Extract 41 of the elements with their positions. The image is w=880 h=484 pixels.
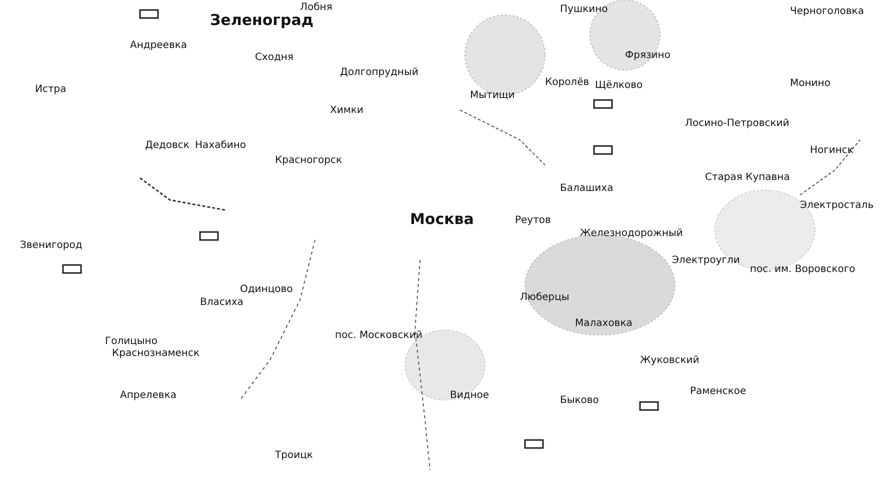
place-label: пос. Московский <box>335 330 422 342</box>
place-label: Старая Купавна <box>705 172 790 184</box>
place-label: Ногинск <box>810 145 854 157</box>
place-label: Звенигород <box>20 240 82 252</box>
place-label: Фрязино <box>625 50 670 62</box>
place-label: пос. им. Воровского <box>750 264 856 276</box>
place-label: Быково <box>560 395 599 407</box>
place-label: Долгопрудный <box>340 67 418 79</box>
place-label: Лосино-Петровский <box>685 118 790 130</box>
place-label: Реутов <box>515 215 551 227</box>
place-label: Щёлково <box>595 80 643 92</box>
place-label: Черноголовка <box>790 6 864 18</box>
place-label: Королёв <box>545 77 590 89</box>
place-label: Химки <box>330 105 364 117</box>
place-label: Андреевка <box>130 40 188 52</box>
place-label: Железнодорожный <box>580 228 683 240</box>
place-label: Раменское <box>690 386 746 398</box>
place-label: Дедовск <box>145 140 190 152</box>
place-label: Балашиха <box>560 183 614 195</box>
place-label: Малаховка <box>575 318 632 330</box>
place-label: Москва <box>410 213 474 225</box>
place-label: Электросталь <box>800 200 874 212</box>
place-label: Видное <box>450 390 490 402</box>
place-label: Апрелевка <box>120 390 176 402</box>
place-label: Люберцы <box>520 292 570 304</box>
place-label: Мытищи <box>470 90 515 102</box>
place-label: Краснознаменск <box>112 348 200 360</box>
place-label: Истра <box>35 84 66 96</box>
place-label: Лобня <box>300 2 332 14</box>
place-label: Троицк <box>275 450 313 462</box>
place-label: Пушкино <box>560 4 608 16</box>
place-label: Сходня <box>255 52 294 64</box>
place-label: Власиха <box>200 297 244 309</box>
place-label: Зеленоград <box>210 14 314 26</box>
place-label: Красногорск <box>275 155 342 167</box>
place-label: Одинцово <box>240 284 293 296</box>
place-label: Электроугли <box>672 255 740 267</box>
place-label: Монино <box>790 78 830 90</box>
place-label: Голицыно <box>105 336 158 348</box>
place-label: Нахабино <box>195 140 246 152</box>
place-label: Жуковский <box>640 355 700 367</box>
